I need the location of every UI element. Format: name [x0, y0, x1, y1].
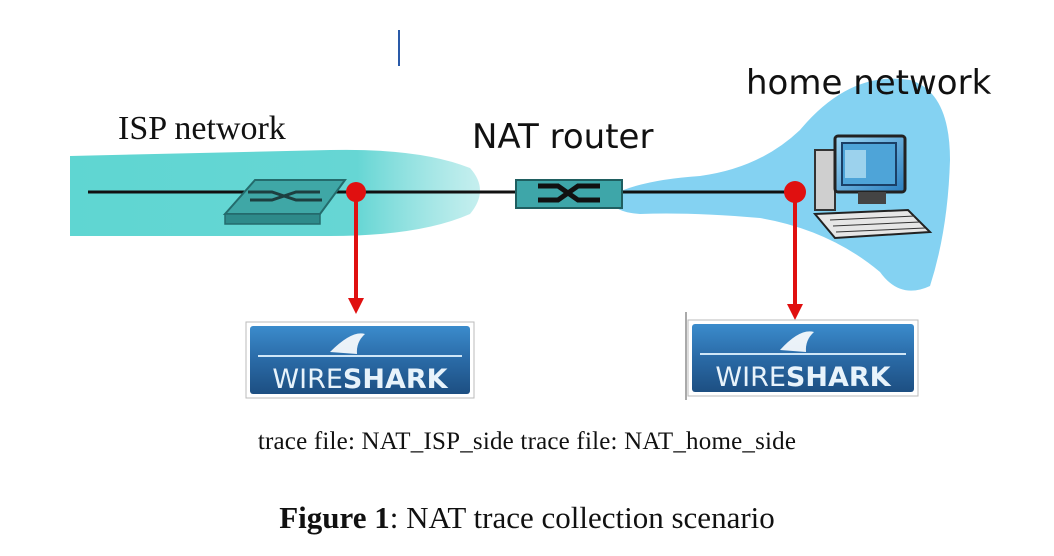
home-tap-arrowhead	[787, 304, 803, 320]
wireshark-wire-text: WIRE	[272, 364, 342, 395]
wireshark-wire-text: WIRE	[715, 362, 785, 393]
nat-router-label: NAT router	[472, 117, 653, 157]
isp-tap-point	[346, 182, 366, 202]
isp-switch-icon	[222, 179, 347, 225]
trace-file-home: trace file: NAT_home_side	[520, 428, 797, 455]
nat-router-icon	[515, 179, 623, 209]
wireshark-shark-text: SHARK	[343, 364, 449, 395]
wireshark-logo-right: WIRESHARK	[685, 312, 919, 400]
trace-file-captions: trace file: NAT_ISP_side trace file: NAT…	[0, 428, 1054, 456]
wireshark-shark-text: SHARK	[786, 362, 892, 393]
home-computer-icon	[812, 134, 933, 240]
isp-network-label: ISP network	[118, 110, 286, 147]
svg-text:WIRESHARK: WIRESHARK	[272, 364, 448, 395]
figure-caption: Figure 1: NAT trace collection scenario	[0, 500, 1054, 536]
isp-tap-arrowhead	[348, 298, 364, 314]
figure-number: Figure 1	[279, 500, 390, 535]
home-tap-point	[784, 181, 806, 203]
figure-caption-text: : NAT trace collection scenario	[389, 500, 775, 535]
home-network-label: home network	[746, 63, 992, 103]
wireshark-logo-left: WIRESHARK	[245, 321, 475, 399]
svg-text:WIRESHARK: WIRESHARK	[715, 362, 891, 393]
home-network-cloud	[610, 78, 950, 291]
trace-file-isp: trace file: NAT_ISP_side	[257, 428, 514, 455]
